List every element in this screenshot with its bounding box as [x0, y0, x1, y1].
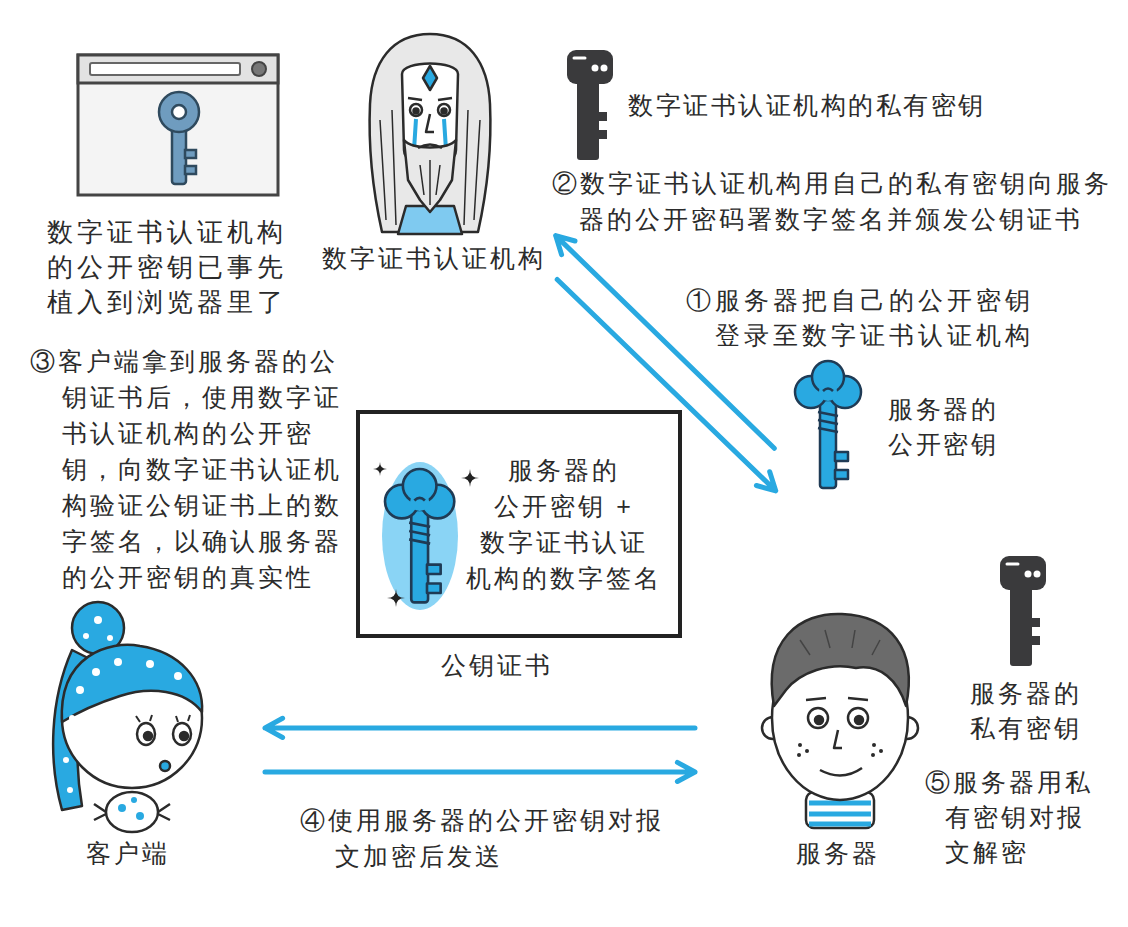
- client-figure: [69, 715, 75, 721]
- server-figure: [815, 716, 823, 724]
- client-figure: [94, 616, 102, 624]
- client-figure: [76, 686, 84, 694]
- certificate-authority-figure: [438, 104, 450, 116]
- server-private-key-icon: [1000, 556, 1046, 666]
- certificate-authority-figure: [370, 34, 491, 234]
- step-label: ②数字证书认证机构用自己的私有密钥向服务 器的公开密码署数字签名并颁发公钥证书: [552, 165, 1091, 237]
- browser-key-icon: [159, 92, 199, 132]
- certificate-key-icon: [373, 462, 387, 476]
- server-figure: [772, 614, 909, 706]
- certificate-text: 服务器的 公开密钥 + 数字证书认证 机构的数字签名: [464, 452, 664, 596]
- certificate-authority-figure: [418, 145, 442, 149]
- client-figure: [53, 602, 202, 832]
- server-figure: [798, 743, 802, 747]
- certificate-key-icon: [382, 462, 458, 610]
- step-label: ④使用服务器的公开密钥对报 文加密后发送: [300, 802, 680, 874]
- server-figure: [797, 753, 801, 757]
- certificate-authority-figure: [370, 34, 491, 232]
- certificate-key-icon: [385, 469, 454, 602]
- server-figure: [879, 749, 883, 753]
- certificate-authority-figure: [426, 114, 434, 132]
- note-label: ⑤服务器用私 有密钥对报 文解密: [925, 765, 1101, 870]
- note-label: 服务器的 私有密钥: [966, 676, 1086, 746]
- client-figure: [144, 732, 152, 740]
- client-figure: [136, 715, 190, 722]
- certificate-key-icon: [387, 589, 405, 607]
- connector-arrow: [265, 762, 695, 781]
- certificate-authority-figure: [404, 140, 456, 212]
- public-key-node: 服务器的 公开密钥: [780, 358, 1010, 495]
- client-figure: [180, 732, 188, 740]
- server-figure: [871, 753, 875, 757]
- client-figure: [131, 797, 137, 803]
- client-figure: [67, 787, 73, 793]
- certificate-authority-figure: [414, 109, 419, 114]
- server-public-key-icon: [795, 361, 861, 488]
- browser-key-icon: [172, 105, 186, 119]
- client-figure: [136, 812, 144, 820]
- browser-window: [252, 62, 266, 76]
- server-figure: [872, 743, 876, 747]
- certificate-node: 服务器的 公开密钥 + 数字证书认证 机构的数字签名公钥证书: [356, 410, 682, 692]
- note-label: 数字证书认证机构的私有密钥: [628, 88, 986, 123]
- certificate-authority-figure: [423, 66, 437, 90]
- step-label: ①服务器把自己的公开密钥 登录至数字证书认证机构: [672, 283, 1034, 353]
- client-figure: [118, 804, 126, 812]
- browser-window: [90, 63, 240, 75]
- server-figure: [808, 708, 828, 728]
- authority-private-key-icon: [567, 50, 613, 160]
- certificate-frame: 服务器的 公开密钥 + 数字证书认证 机构的数字签名: [356, 410, 682, 638]
- certificate-key-icon: [373, 462, 479, 610]
- server-figure: [800, 630, 880, 655]
- authority-node: 数字证书认证机构: [318, 30, 550, 280]
- client-figure: [114, 658, 122, 666]
- client-figure: [160, 761, 170, 771]
- server-figure: [855, 716, 863, 724]
- connector-arrow: [265, 718, 695, 737]
- client-figure: [62, 645, 202, 722]
- browser-window: [78, 55, 278, 83]
- certificate-authority-figure: [420, 160, 440, 205]
- client-figure: [83, 633, 89, 639]
- figure-name: 服务器: [796, 836, 880, 871]
- client-figure: [63, 616, 182, 793]
- client-figure: [137, 723, 155, 745]
- certificate-authority-figure: [442, 109, 447, 114]
- server-figure: [805, 749, 809, 753]
- client-figure: [94, 804, 170, 820]
- client-node: 客户端: [35, 598, 220, 875]
- client-figure: [107, 635, 113, 641]
- server-figure: [762, 614, 918, 828]
- key-caption: 服务器的 公开密钥: [884, 392, 1002, 462]
- client-figure: [173, 723, 191, 745]
- browser-key-icon: [185, 150, 196, 158]
- server-figure: [848, 708, 868, 728]
- certificate-key-icon: [385, 469, 454, 602]
- server-figure: [809, 803, 871, 824]
- server-figure: [797, 743, 883, 757]
- server-figure: [806, 698, 868, 700]
- server-figure: [834, 730, 842, 748]
- certificate-authority-figure: [410, 104, 422, 116]
- server-node: 服务器: [755, 598, 920, 875]
- client-figure: [92, 668, 100, 676]
- certificate-heading: 公钥证书: [356, 648, 682, 683]
- figure-name: 数字证书认证机构: [322, 241, 546, 276]
- browser-window: [78, 55, 278, 195]
- browser-window: [78, 55, 278, 195]
- figure-name: 客户端: [86, 836, 170, 871]
- note-label: 数字证书认证机构 的公开密钥已事先 植入到浏览器里了: [47, 215, 297, 320]
- server-figure: [820, 768, 862, 776]
- client-figure: [146, 660, 154, 668]
- client-figure: [63, 757, 69, 763]
- client-figure: [174, 672, 182, 680]
- certificate-key-icon: [461, 469, 479, 487]
- client-figure: [106, 792, 158, 832]
- browser-key-icon: [159, 92, 199, 184]
- certificate-authority-figure: [408, 98, 452, 100]
- note-label: ③客户端拿到服务器的公 钥证书后，使用数字证 书认证机构的公开密 钥，向数字证书…: [30, 343, 352, 595]
- browser-key-icon: [185, 166, 196, 174]
